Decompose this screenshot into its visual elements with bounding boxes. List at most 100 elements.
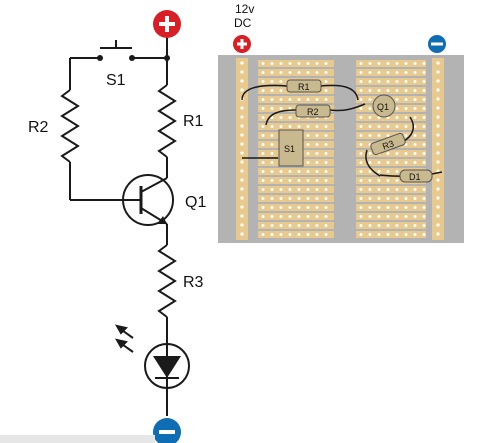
strip-hole xyxy=(386,71,390,74)
copper-strip xyxy=(258,177,334,184)
voltage-label-line2: DC xyxy=(234,16,252,30)
board-r3-label: R3 xyxy=(381,138,395,151)
strip-hole xyxy=(270,80,274,83)
strip-hole xyxy=(240,178,244,182)
strip-hole xyxy=(413,107,417,110)
copper-strip xyxy=(356,150,426,157)
strip-hole xyxy=(297,170,301,173)
copper-strip xyxy=(258,69,334,76)
strip-hole xyxy=(395,89,399,92)
strip-hole xyxy=(422,116,426,119)
strip-hole xyxy=(261,224,265,227)
strip-hole xyxy=(279,80,283,83)
strip-hole xyxy=(377,62,381,65)
strip-hole xyxy=(324,197,328,200)
strip-hole xyxy=(413,134,417,137)
strip-hole xyxy=(359,179,363,182)
strip-hole xyxy=(240,70,244,74)
strip-hole xyxy=(377,197,381,200)
switch-contact-left xyxy=(97,55,103,61)
strip-hole xyxy=(297,224,301,227)
strip-hole xyxy=(386,233,390,236)
strip-hole xyxy=(306,206,310,209)
strip-hole xyxy=(279,233,283,236)
strip-hole xyxy=(368,116,372,119)
strip-hole xyxy=(404,98,408,101)
strip-hole xyxy=(288,197,292,200)
strip-hole xyxy=(359,134,363,137)
strip-hole xyxy=(279,215,283,218)
strip-hole xyxy=(395,152,399,155)
strip-hole xyxy=(306,98,310,101)
strip-hole xyxy=(422,215,426,218)
strip-hole xyxy=(306,179,310,182)
copper-strip xyxy=(356,114,426,121)
r3-lead-bottom xyxy=(365,149,381,177)
strip-hole xyxy=(395,62,399,65)
strip-hole xyxy=(261,71,265,74)
strip-hole xyxy=(270,170,274,173)
copper-strip xyxy=(258,168,334,175)
strip-hole xyxy=(436,142,440,146)
strip-hole xyxy=(368,206,372,209)
strip-hole xyxy=(261,188,265,191)
strip-hole xyxy=(395,161,399,164)
strip-hole xyxy=(377,179,381,182)
strip-hole xyxy=(377,89,381,92)
strip-hole xyxy=(279,188,283,191)
strip-hole xyxy=(422,80,426,83)
strip-hole xyxy=(404,152,408,155)
strip-hole xyxy=(279,71,283,74)
strip-hole xyxy=(386,80,390,83)
strip-hole xyxy=(422,107,426,110)
strip-hole xyxy=(377,80,381,83)
strip-hole xyxy=(368,179,372,182)
strip-hole xyxy=(279,170,283,173)
strip-hole xyxy=(288,188,292,191)
strip-hole xyxy=(261,152,265,155)
strip-hole xyxy=(261,161,265,164)
strip-hole xyxy=(261,98,265,101)
strip-hole xyxy=(413,197,417,200)
strip-hole xyxy=(270,179,274,182)
strip-hole xyxy=(324,179,328,182)
strip-hole xyxy=(413,224,417,227)
strip-hole xyxy=(413,71,417,74)
strip-hole xyxy=(315,206,319,209)
strip-hole xyxy=(315,197,319,200)
resistor-r3-component: R3 xyxy=(370,132,406,156)
strip-hole xyxy=(306,215,310,218)
strip-hole xyxy=(240,196,244,200)
strip-hole xyxy=(288,98,292,101)
strip-hole xyxy=(422,206,426,209)
strip-hole xyxy=(270,197,274,200)
strip-hole xyxy=(436,106,440,110)
strip-hole xyxy=(404,89,408,92)
strip-hole xyxy=(386,224,390,227)
strip-hole xyxy=(422,233,426,236)
resistor-r1-component: R1 xyxy=(286,79,322,93)
r3-label: R3 xyxy=(183,274,204,291)
strip-hole xyxy=(270,125,274,128)
strip-hole xyxy=(404,125,408,128)
strip-hole xyxy=(413,143,417,146)
strip-hole xyxy=(436,88,440,92)
copper-strip xyxy=(356,123,426,130)
strip-hole xyxy=(270,98,274,101)
strip-hole xyxy=(288,215,292,218)
strip-hole xyxy=(404,206,408,209)
strip-hole xyxy=(395,215,399,218)
strip-hole xyxy=(288,224,292,227)
strip-hole xyxy=(395,224,399,227)
light-arrows-icon xyxy=(115,324,134,353)
strip-hole xyxy=(436,97,440,101)
board-r1-label: R1 xyxy=(298,82,310,92)
strip-hole xyxy=(395,170,399,173)
strip-hole xyxy=(261,89,265,92)
strip-hole xyxy=(240,106,244,110)
strip-hole xyxy=(359,62,363,65)
strip-hole xyxy=(315,224,319,227)
strip-hole xyxy=(240,232,244,236)
strip-hole xyxy=(324,80,328,83)
strip-hole xyxy=(395,80,399,83)
